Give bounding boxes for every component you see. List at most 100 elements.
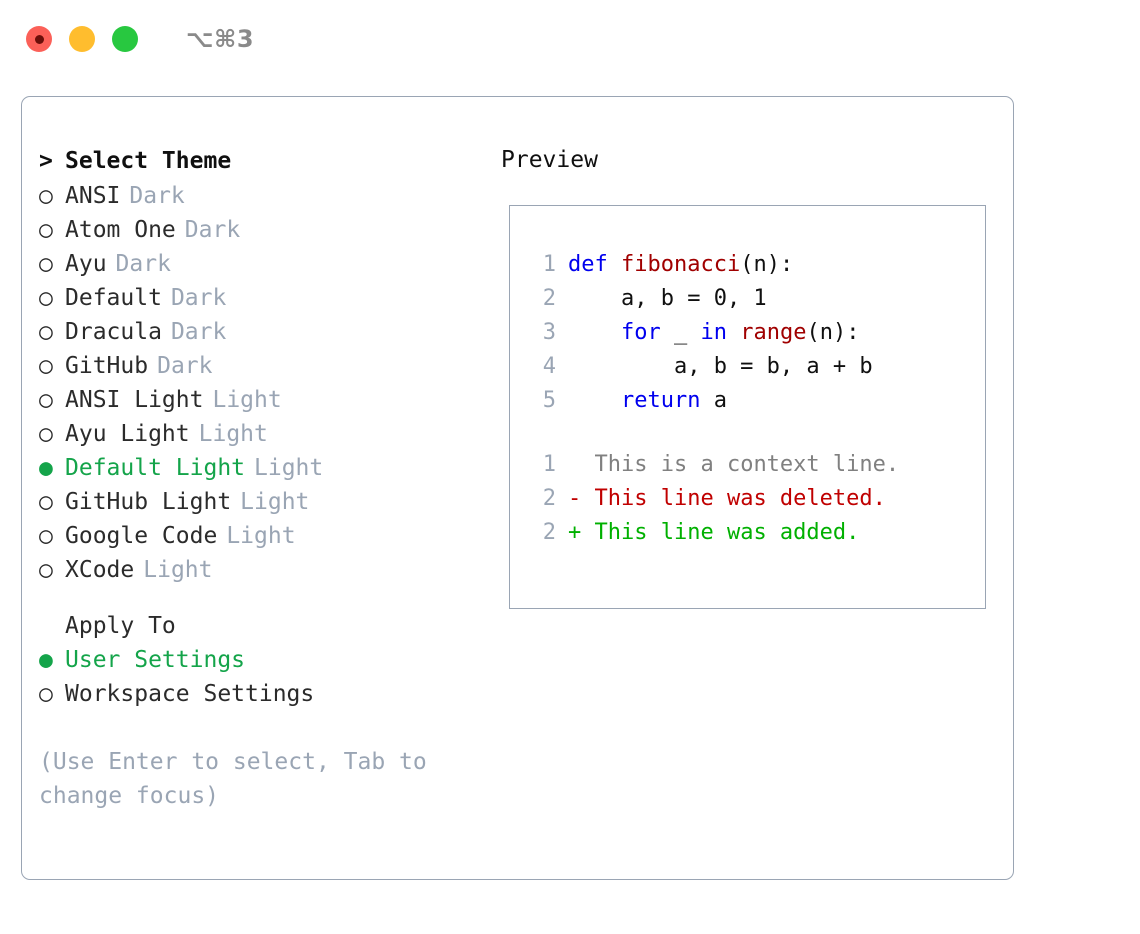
theme-list-item[interactable]: ○ XCode Light [39,553,499,587]
theme-category-tag: Light [198,421,268,447]
preview-title: Preview [501,147,598,173]
diff-marker: + [568,520,595,545]
code-diff-spacer [522,418,985,448]
theme-name: Google Code [65,523,218,549]
diff-sample: 1 This is a context line.2- This line wa… [522,448,985,550]
code-token [568,388,621,413]
radio-unselected-icon: ○ [39,523,53,549]
diff-text: This line was deleted. [594,486,886,511]
diff-line: 1 This is a context line. [522,448,985,482]
preview-box: 1 def fibonacci(n): 2 a, b = 0, 1 3 for _ i… [509,205,986,609]
code-line: 1 def fibonacci(n): [522,248,985,282]
radio-unselected-icon: ○ [39,387,53,413]
theme-name: Ayu Light [65,421,190,447]
code-token: _ [660,320,701,345]
theme-category-tag: Dark [170,319,227,345]
code-token: fibonacci [620,252,741,277]
theme-name: ANSI Light [65,387,204,413]
keyboard-shortcut-label: ⌥⌘3 [186,25,255,53]
code-line: 5 return a [522,384,985,418]
theme-category-tag: Dark [115,251,171,277]
theme-list-item[interactable]: ○ Dracula Dark [39,315,499,349]
record-indicator-icon [34,34,44,44]
code-text: for _ in range(n): [568,316,859,350]
theme-list-item[interactable]: ○ ANSI Light Light [39,383,499,417]
diff-line: 2+ This line was added. [522,516,985,550]
code-token [727,320,740,345]
radio-selected-icon: ● [39,455,53,481]
code-token: in [700,320,727,345]
code-token: for [620,320,661,345]
theme-name: Dracula [65,319,162,345]
list-spacer [39,587,499,609]
code-token: a, b = 0, 1 [568,286,767,311]
select-theme-header: > Select Theme [39,143,499,179]
diff-line: 2- This line was deleted. [522,482,985,516]
radio-unselected-icon: ○ [39,557,53,583]
theme-name: ANSI [65,183,121,209]
apply-to-item[interactable]: ○Workspace Settings [39,677,499,711]
line-number: 1 [542,252,556,277]
minimize-button[interactable] [69,26,95,52]
theme-name: GitHub [65,353,149,379]
prompt-caret-icon: > [39,148,53,174]
radio-unselected-icon: ○ [39,421,53,447]
code-text: return a [568,384,727,418]
theme-name: XCode [65,557,135,583]
diff-text: This is a context line. [594,452,900,477]
radio-unselected-icon: ○ [39,681,53,707]
code-token: (n): [740,252,794,277]
code-token: a [700,388,727,413]
theme-name: Ayu [65,251,107,277]
diff-marker [568,448,595,482]
theme-category-tag: Dark [184,217,241,243]
theme-category-tag: Dark [157,353,213,379]
theme-name: Default Light [65,455,246,481]
code-text: a, b = 0, 1 [568,282,767,316]
theme-name: Default [65,285,162,311]
line-number: 2 [542,520,556,545]
code-token: range [740,320,807,345]
line-number: 3 [542,320,556,345]
radio-selected-icon: ● [39,647,53,673]
line-number: 4 [542,354,556,379]
apply-to-title: Apply To [65,613,176,639]
radio-unselected-icon: ○ [39,353,53,379]
theme-category-tag: Light [212,387,282,413]
theme-name: GitHub Light [65,489,232,515]
theme-name: Atom One [65,217,176,243]
code-token [568,320,621,345]
theme-list-item[interactable]: ○ GitHub Dark [39,349,499,383]
code-text: a, b = b, a + b [568,350,873,384]
line-number: 2 [542,286,556,311]
maximize-button[interactable] [112,26,138,52]
code-line: 3 for _ in range(n): [522,316,985,350]
apply-to-label: User Settings [65,647,246,673]
theme-category-tag: Light [143,557,213,583]
radio-unselected-icon: ○ [39,285,53,311]
code-text: def fibonacci(n): [568,248,793,282]
line-number: 5 [542,388,556,413]
apply-to-item[interactable]: ● User Settings [39,643,499,677]
code-token: def [568,252,621,277]
theme-list-item[interactable]: ○ Ayu Light Light [39,417,499,451]
code-token: a, b = b, a + b [568,354,873,379]
theme-list-item[interactable]: ● Default Light Light [39,451,499,485]
radio-unselected-icon: ○ [39,489,53,515]
radio-unselected-icon: ○ [39,183,53,209]
radio-unselected-icon: ○ [39,319,53,345]
theme-category-tag: Light [254,455,324,481]
close-button[interactable] [26,26,52,52]
line-number: 2 [542,486,556,511]
traffic-light-buttons [26,26,138,52]
